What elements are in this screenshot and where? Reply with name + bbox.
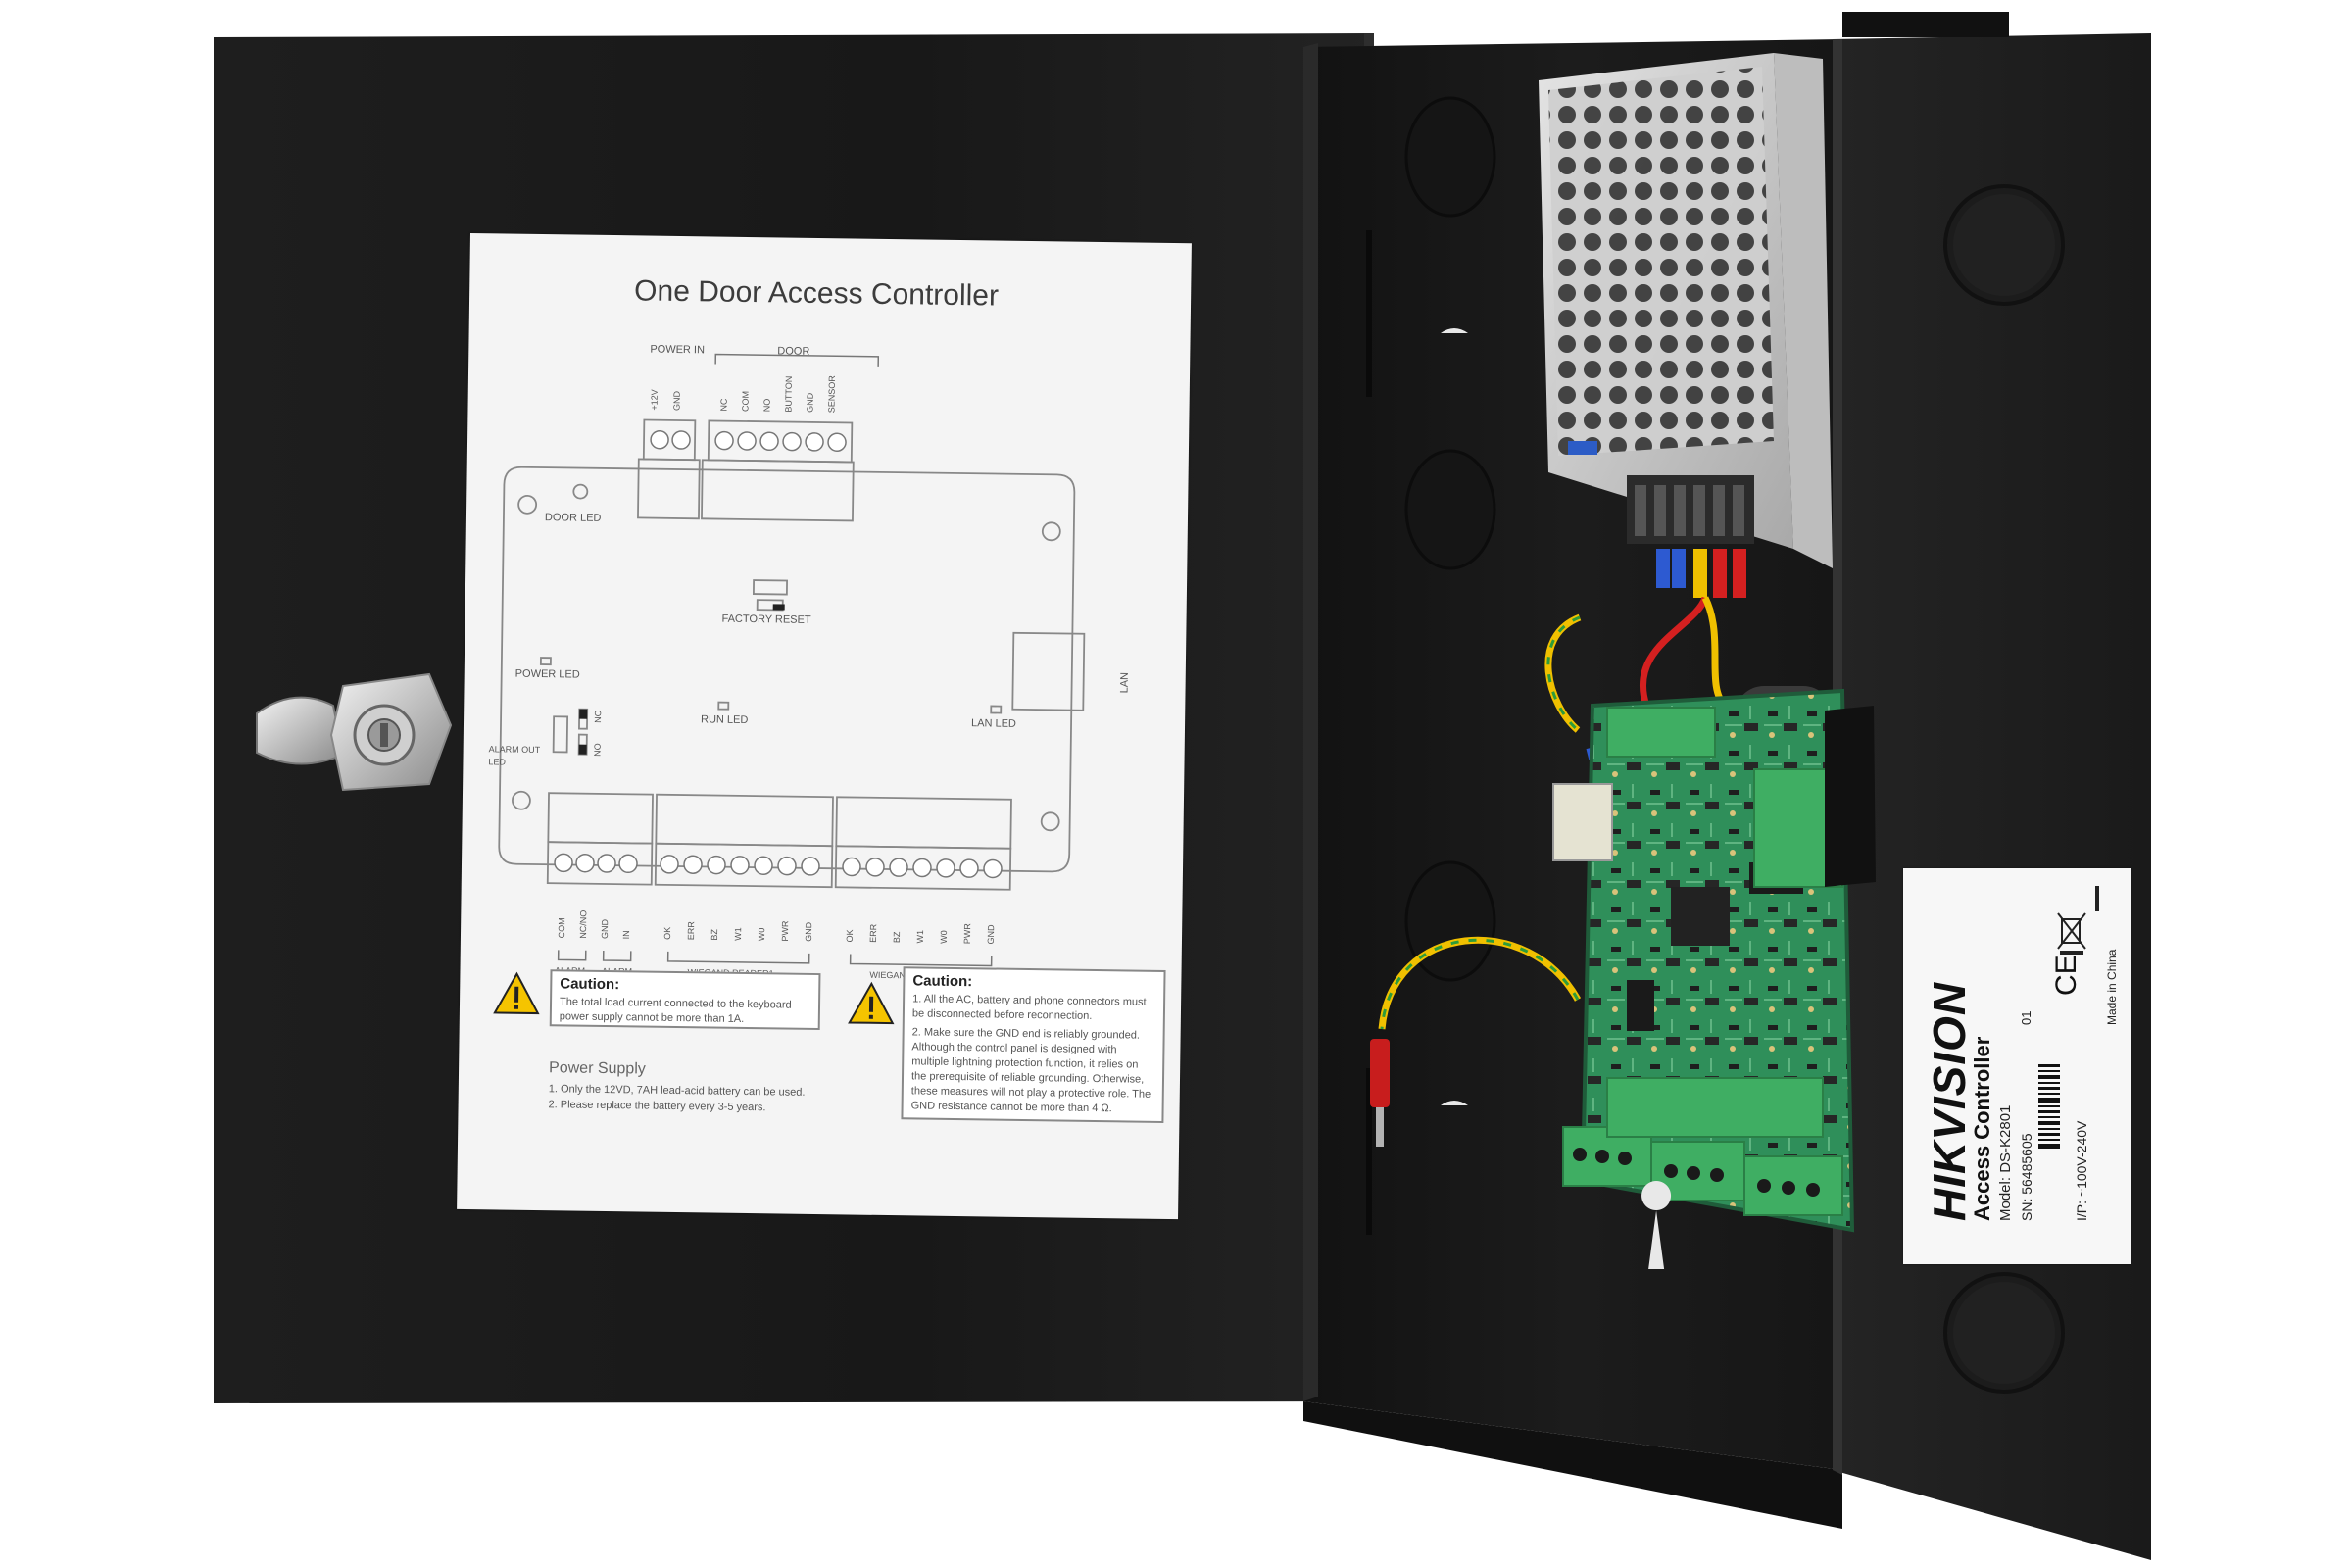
factory-reset-label: FACTORY RESET: [721, 612, 811, 626]
wiegand1-pin-label: ERR: [685, 921, 697, 941]
caution-box-2: Caution: 1. All the AC, battery and phon…: [901, 966, 1166, 1123]
alarm-out-led-label: ALARM OUT LED: [488, 744, 541, 767]
caution-title: Caution:: [912, 972, 973, 991]
alarm-pin-label: COM: [556, 917, 567, 939]
caution-title: Caution:: [560, 975, 620, 994]
door-bracket: [714, 353, 880, 367]
product-name: Access Controller: [1970, 1036, 1994, 1221]
lan-label: LAN: [1118, 671, 1131, 694]
wiegand1-pin-label: W1: [732, 927, 744, 941]
nc-label: NC: [593, 710, 604, 723]
caution-text: The total load current connected to the …: [559, 996, 792, 1025]
run-led-label: RUN LED: [701, 713, 749, 727]
wiegand2-pin-label: PWR: [961, 923, 973, 945]
wiegand1-pin-label: W0: [756, 927, 767, 942]
power-led-label: POWER LED: [514, 667, 580, 681]
wiegand1-pin-label: GND: [803, 921, 814, 942]
wiegand1-pin-label: PWR: [779, 920, 791, 942]
caution-box-1: Caution: The total load current connecte…: [549, 969, 821, 1031]
label-bar: [2095, 886, 2099, 911]
alarm-pin-label: GND: [599, 918, 611, 940]
alarm-pin-label: IN: [620, 930, 632, 940]
version-number: 01: [2019, 1010, 2034, 1025]
weee-bin-icon: [2057, 912, 2086, 955]
wiegand2-pin-label: W1: [914, 929, 926, 944]
alarm-pin-label: NC/NO: [577, 909, 589, 939]
barcode: [2038, 1064, 2060, 1149]
wiegand2-pin-label: BZ: [891, 931, 903, 944]
wiegand2-pin-label: OK: [844, 929, 856, 943]
lan-led-label: LAN LED: [970, 717, 1017, 730]
power-supply-title: Power Supply: [548, 1059, 646, 1078]
origin-text: Made in China: [2105, 949, 2119, 1025]
power-rating: I/P: ~100V-240V: [2074, 1120, 2089, 1221]
caution-line: 1. All the AC, battery and phone connect…: [911, 993, 1147, 1022]
door-led-label: DOOR LED: [544, 512, 602, 524]
wiegand1-pin-label: OK: [662, 926, 673, 940]
no-label: NO: [592, 743, 603, 757]
instruction-sheet: One Door Access Controller POWER IN DOOR…: [457, 233, 1192, 1220]
wiegand2-pin-label: W0: [938, 930, 950, 944]
product-label: HIKVISION Access Controller Model: DS-K2…: [1903, 868, 2131, 1264]
wiegand2-pin-label: GND: [985, 924, 997, 945]
caution-line: 2. Make sure the GND end is reliably gro…: [910, 1026, 1152, 1115]
board-diagram: [493, 418, 1086, 1025]
ce-mark: CE: [2050, 955, 2082, 996]
serial-number: SN: 56485605: [2019, 1133, 2034, 1221]
brand-logo-text: HIKVISION: [1924, 981, 1975, 1221]
wiegand1-pin-label: BZ: [709, 928, 720, 941]
wiegand2-pin-label: ERR: [867, 923, 879, 943]
model-number: Model: DS-K2801: [1997, 1104, 2014, 1221]
